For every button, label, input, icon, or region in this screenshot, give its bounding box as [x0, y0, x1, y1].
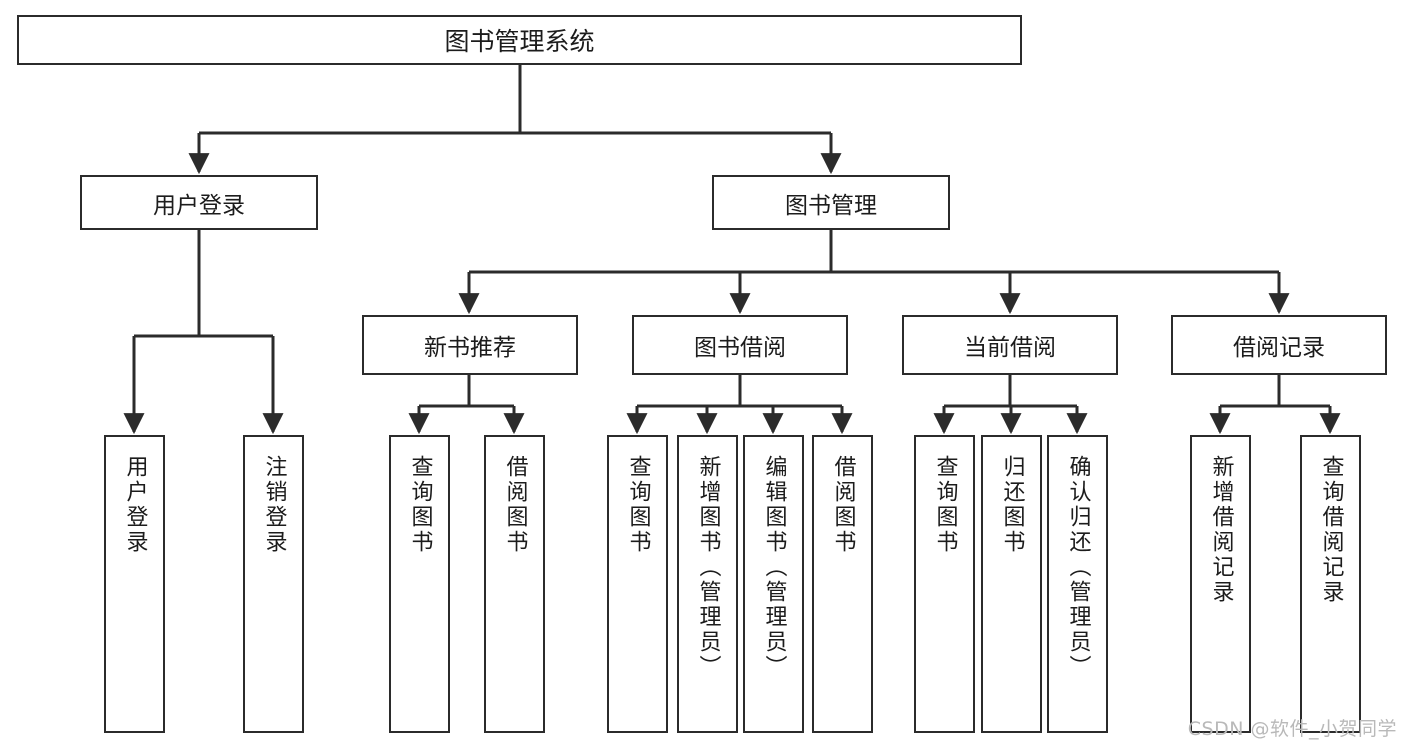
node-label: 查询借阅记录	[1318, 455, 1344, 605]
node-label: 借阅图书	[502, 455, 528, 555]
node-label: 查询图书	[932, 455, 958, 555]
leaf-user-login[interactable]: 用户登录	[104, 435, 165, 733]
leaf-add-borrow-record[interactable]: 新增借阅记录	[1190, 435, 1251, 733]
leaf-logout[interactable]: 注销登录	[243, 435, 304, 733]
leaf-query-borrow-record[interactable]: 查询借阅记录	[1300, 435, 1361, 733]
leaf-query-book-borrow[interactable]: 查询图书	[607, 435, 668, 733]
node-book-borrow[interactable]: 图书借阅	[632, 315, 848, 375]
node-label: 用户登录	[153, 192, 245, 219]
node-label: 编辑图书（管理员）	[761, 455, 787, 680]
node-new-book-recommend[interactable]: 新书推荐	[362, 315, 578, 375]
node-label: 查询图书	[407, 455, 433, 555]
node-label: 用户登录	[122, 455, 148, 555]
node-label: 注销登录	[261, 455, 287, 555]
node-label: 图书管理	[785, 192, 877, 219]
node-label: 图书管理系统	[444, 27, 595, 56]
node-label: 借阅图书	[830, 455, 856, 555]
node-book-management[interactable]: 图书管理	[712, 175, 950, 230]
node-root-library-system[interactable]: 图书管理系统	[17, 15, 1022, 65]
leaf-query-book-current[interactable]: 查询图书	[914, 435, 975, 733]
node-current-borrow[interactable]: 当前借阅	[902, 315, 1118, 375]
node-label: 新增借阅记录	[1208, 455, 1234, 605]
node-label: 确认归还（管理员）	[1065, 455, 1091, 680]
node-label: 当前借阅	[964, 335, 1056, 361]
leaf-add-book-admin[interactable]: 新增图书（管理员）	[677, 435, 738, 733]
leaf-query-book-recommend[interactable]: 查询图书	[389, 435, 450, 733]
leaf-borrow-book-recommend[interactable]: 借阅图书	[484, 435, 545, 733]
node-borrow-record[interactable]: 借阅记录	[1171, 315, 1387, 375]
node-label: 图书借阅	[694, 335, 786, 361]
leaf-confirm-return-admin[interactable]: 确认归还（管理员）	[1047, 435, 1108, 733]
node-user-login[interactable]: 用户登录	[80, 175, 318, 230]
leaf-edit-book-admin[interactable]: 编辑图书（管理员）	[743, 435, 804, 733]
leaf-return-book[interactable]: 归还图书	[981, 435, 1042, 733]
leaf-borrow-book[interactable]: 借阅图书	[812, 435, 873, 733]
node-label: 新增图书（管理员）	[695, 455, 721, 680]
node-label: 借阅记录	[1233, 335, 1325, 361]
node-label: 查询图书	[625, 455, 651, 555]
node-label: 归还图书	[999, 455, 1025, 555]
watermark-text: CSDN @软件_小贺同学	[1187, 718, 1397, 740]
node-label: 新书推荐	[424, 335, 516, 361]
